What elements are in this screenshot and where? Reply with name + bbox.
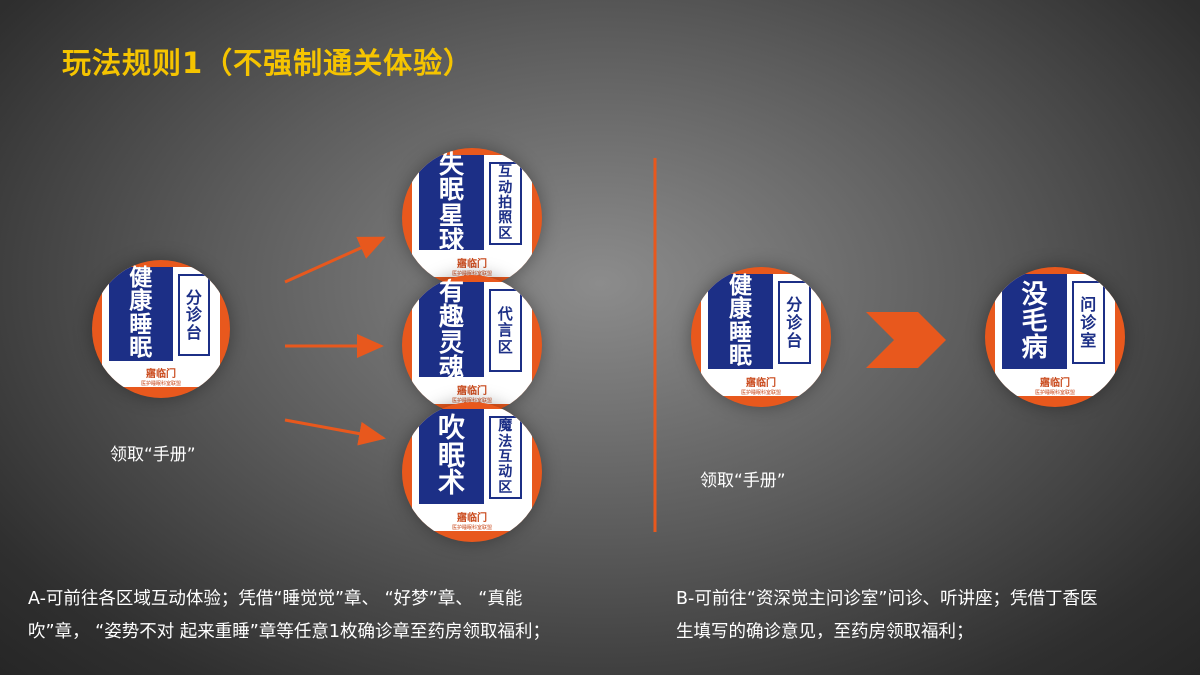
- arrow-to-top: [284, 236, 386, 284]
- badge-insomnia-planet: 失眠星球 互动拍照区 寤临门医护睡眠科室联盟: [402, 148, 542, 288]
- caption-get-handbook-right: 领取“手册”: [700, 471, 786, 491]
- page-title: 玩法规则1（不强制通关体验）: [62, 46, 474, 80]
- badge-interesting-soul: 有趣灵魂 代言区 寤临门医护睡眠科室联盟: [402, 275, 542, 415]
- badge-hypnosis: 吹眠术 魔法互动区 寤临门医护睡眠科室联盟: [402, 402, 542, 542]
- section-b-text: B-可前往“资深觉主问诊室”问诊、听讲座；凭借丁香医 生填写的确诊意见，至药房领…: [676, 589, 1098, 642]
- badge-consultation-room: 没毛病 问诊室 寤临门医护睡眠科室联盟: [985, 267, 1125, 407]
- badge-health-sleep-triage-right: 健康睡眠 分诊台 寤临门医护睡眠科室联盟: [691, 267, 831, 407]
- caption-get-handbook-left: 领取“手册”: [110, 445, 196, 465]
- section-a-text: A-可前往各区域互动体验；凭借“睡觉觉”章、 “好梦”章、 “真能 吹”章， “…: [28, 589, 550, 642]
- badge-health-sleep-triage-left: 健康睡眠 分诊台 寤临门医护睡眠科室联盟: [92, 260, 230, 398]
- chevron-right-icon: [866, 312, 946, 368]
- arrow-to-low: [284, 418, 386, 446]
